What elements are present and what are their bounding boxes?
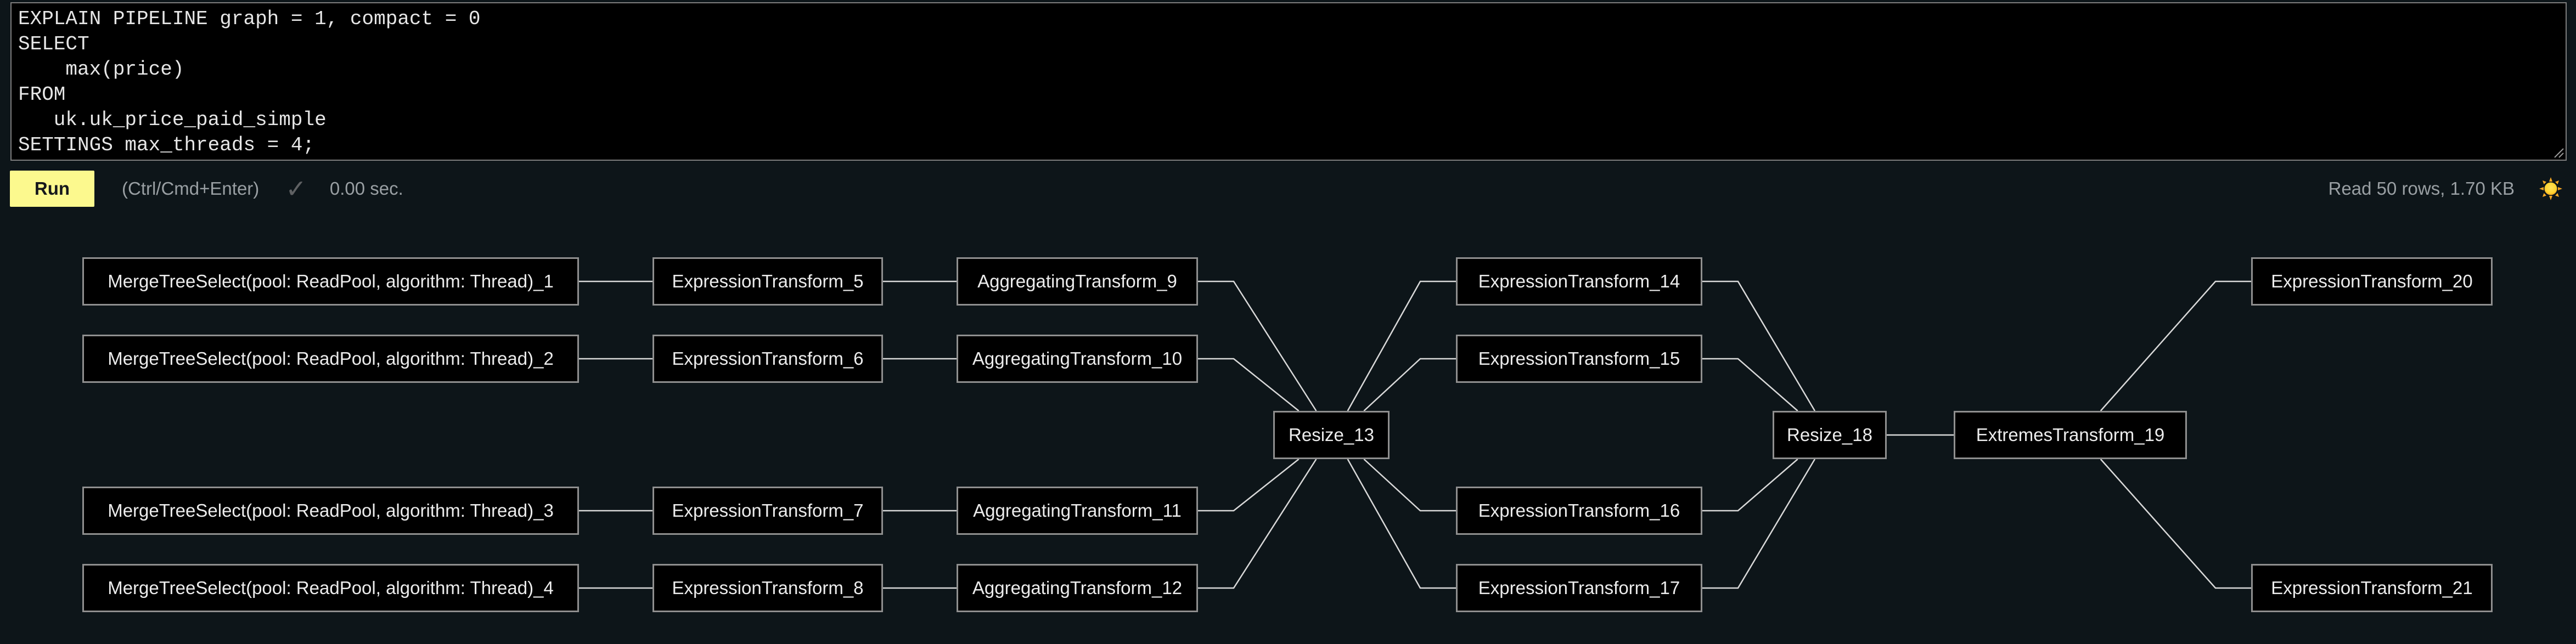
resize-grip-icon[interactable] (2550, 144, 2564, 159)
graph-node-ext19: ExtremesTransform_19 (1954, 411, 2187, 459)
read-stats-label: Read 50 rows, 1.70 KB (2328, 178, 2515, 199)
graph-node-rz13: Resize_13 (1273, 411, 1390, 459)
graph-node-mts2: MergeTreeSelect(pool: ReadPool, algorith… (82, 335, 579, 383)
graph-node-mts1: MergeTreeSelect(pool: ReadPool, algorith… (82, 257, 579, 306)
graph-node-at12: AggregatingTransform_12 (957, 564, 1198, 612)
graph-node-et15: ExpressionTransform_15 (1456, 335, 1702, 383)
graph-node-et5: ExpressionTransform_5 (653, 257, 883, 306)
graph-node-rz18: Resize_18 (1773, 411, 1887, 459)
graph-node-et7: ExpressionTransform_7 (653, 487, 883, 535)
graph-node-et6: ExpressionTransform_6 (653, 335, 883, 383)
elapsed-time-label: 0.00 sec. (329, 178, 403, 199)
success-check-icon: ✓ (285, 174, 307, 203)
graph-node-mts4: MergeTreeSelect(pool: ReadPool, algorith… (82, 564, 579, 612)
graph-node-et21: ExpressionTransform_21 (2251, 564, 2493, 612)
graph-node-et14: ExpressionTransform_14 (1456, 257, 1702, 306)
run-button[interactable]: Run (10, 171, 94, 207)
theme-toggle-sun-icon[interactable] (2539, 177, 2563, 201)
graph-node-et8: ExpressionTransform_8 (653, 564, 883, 612)
query-editor[interactable]: EXPLAIN PIPELINE graph = 1, compact = 0 … (10, 2, 2567, 161)
sql-text: EXPLAIN PIPELINE graph = 1, compact = 0 … (18, 8, 481, 156)
graph-node-mts3: MergeTreeSelect(pool: ReadPool, algorith… (82, 487, 579, 535)
graph-node-at9: AggregatingTransform_9 (957, 257, 1198, 306)
graph-node-et20: ExpressionTransform_20 (2251, 257, 2493, 306)
graph-node-at11: AggregatingTransform_11 (957, 487, 1198, 535)
toolbar: Run (Ctrl/Cmd+Enter) ✓ 0.00 sec. Read 50… (10, 165, 2563, 213)
graph-node-et17: ExpressionTransform_17 (1456, 564, 1702, 612)
graph-node-et16: ExpressionTransform_16 (1456, 487, 1702, 535)
graph-node-at10: AggregatingTransform_10 (957, 335, 1198, 383)
shortcut-hint-label: (Ctrl/Cmd+Enter) (122, 178, 260, 199)
